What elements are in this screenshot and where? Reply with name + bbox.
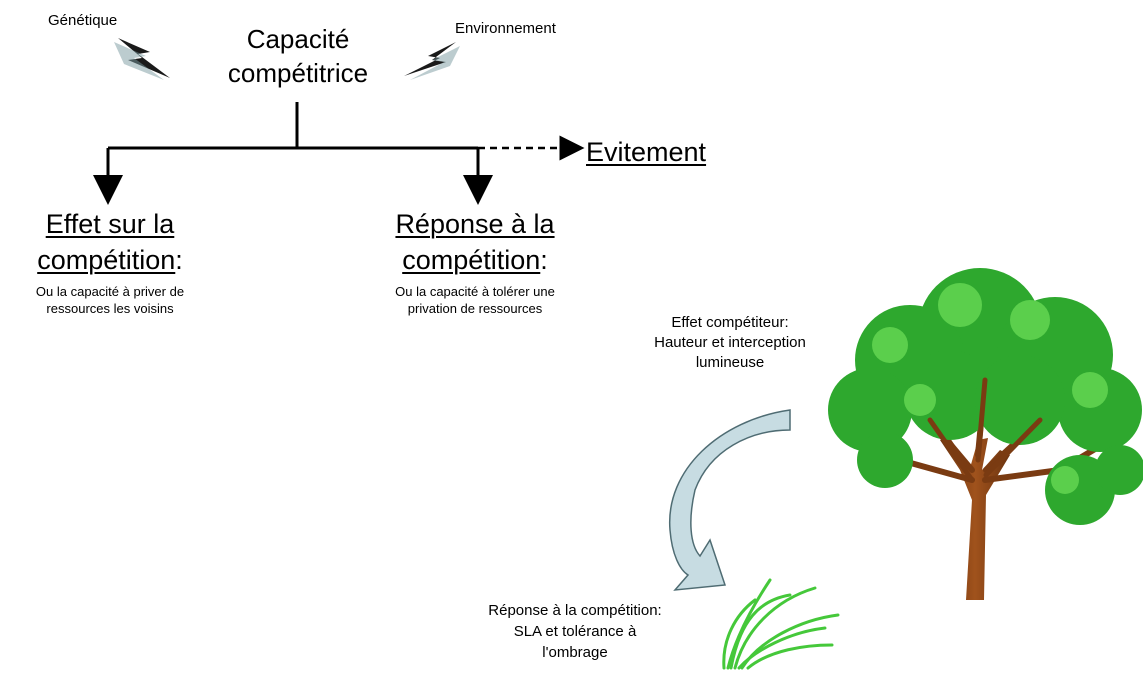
tree-note-line-1: Effet compétiteur:: [671, 314, 789, 331]
grass-note-line-1: Réponse à la compétition:: [488, 602, 662, 619]
grass-note-line-2: SLA et tolérance à: [513, 623, 637, 640]
competitive-capacity-title: Capacité compétitrice: [200, 22, 396, 90]
response-desc-line-1: Ou la capacité à tolérer une: [395, 284, 555, 299]
grass-note-line-3: l'ombrage: [542, 644, 608, 661]
title-line-1: Capacité: [246, 24, 350, 54]
lightning-environment-icon: [404, 42, 460, 80]
response-heading-line-1: Réponse à la: [395, 209, 555, 239]
effect-heading-line-1: Effet sur la: [45, 209, 175, 239]
effect-heading: Effet sur la compétition:: [10, 206, 210, 278]
environment-label: Environnement: [455, 20, 556, 37]
effect-heading-colon: :: [175, 245, 183, 275]
tree-note: Effet compétiteur: Hauteur et intercepti…: [620, 313, 840, 373]
effect-desc-line-2: ressources les voisins: [46, 301, 174, 316]
connector-lines: [93, 102, 493, 205]
response-heading: Réponse à la compétition:: [365, 206, 585, 278]
response-heading-line-2: compétition: [402, 245, 541, 275]
grass-note: Réponse à la compétition: SLA et toléran…: [460, 600, 690, 663]
lightning-genetics-icon: [114, 38, 170, 80]
response-desc-line-2: privation de ressources: [407, 301, 543, 316]
effect-description: Ou la capacité à priver de ressources le…: [0, 283, 220, 317]
effect-heading-line-2: compétition: [37, 245, 176, 275]
tree-note-line-2: Hauteur et interception: [654, 334, 806, 351]
effect-desc-line-1: Ou la capacité à priver de: [35, 284, 185, 299]
response-heading-colon: :: [540, 245, 548, 275]
avoidance-label: Evitement: [586, 137, 707, 167]
title-line-2: compétitrice: [227, 58, 369, 88]
genetics-label: Génétique: [48, 12, 118, 29]
curved-arrow-icon: [669, 409, 791, 591]
tree-note-line-3: lumineuse: [695, 354, 765, 371]
tree-icon: [828, 268, 1143, 600]
grass-icon: [722, 578, 840, 670]
response-description: Ou la capacité à tolérer une privation d…: [360, 283, 590, 317]
